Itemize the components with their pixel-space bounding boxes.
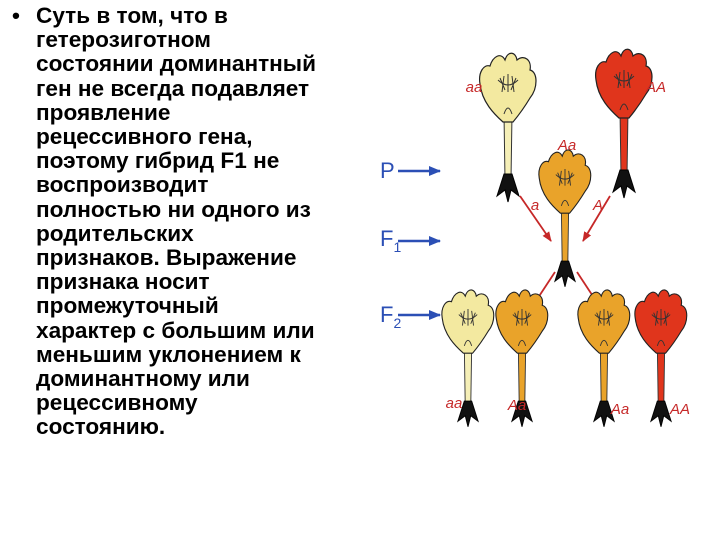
flower-stamens (653, 309, 669, 326)
text-line: проявление (12, 99, 382, 125)
gamete-arrow-right (582, 195, 611, 242)
text-line: признаков. Выражение (12, 245, 382, 271)
flower-tube-line (619, 103, 629, 111)
flower-tube-line (503, 107, 513, 115)
flower-stem (656, 345, 666, 408)
text-line: доминантному или (12, 366, 382, 392)
flower-stem (560, 205, 570, 268)
flower-stem (503, 113, 513, 181)
genotype-f2: Aa (610, 401, 629, 418)
parent-flower-red (595, 48, 653, 199)
text-line: рецессивного гена, (12, 124, 382, 150)
generation-letter: F (380, 226, 393, 251)
flower-stamens (557, 169, 573, 186)
text-line-content: промежуточный (36, 293, 219, 319)
text-line: гетерозиготном (12, 28, 382, 52)
text-line: родительских (12, 220, 382, 246)
gamete-label-right: A (592, 197, 603, 214)
flower-calyx (612, 169, 636, 199)
text-line-content: проявление (36, 99, 171, 125)
text-line-content: состоянии доминантный (36, 51, 316, 77)
text-line-content: Суть в том, что в (36, 4, 228, 28)
genotype-f2: Aa (507, 397, 526, 414)
generation-letter: P (380, 158, 395, 183)
text-line: состоянию. (12, 415, 382, 439)
flower-tube-line (463, 339, 473, 346)
text-line-content: меньшим уклонением к (36, 341, 301, 367)
f2-flower-white (441, 289, 495, 427)
flower-stem (599, 345, 609, 408)
text-line: характер с большим или (12, 317, 382, 343)
genotype-parent-left: aa (466, 79, 483, 96)
genotype-f2: AA (669, 401, 690, 418)
text-line: поэтому гибрид F1 не (12, 149, 382, 173)
text-line: состоянии доминантный (12, 52, 382, 76)
text-line-content: поэтому гибрид F1 не (36, 148, 280, 174)
text-line: воспроизводит (12, 173, 382, 197)
flower-tube-line (599, 339, 609, 346)
text-line: промежуточный (12, 294, 382, 318)
text-line-content: родительских (36, 220, 194, 246)
generation-subscript: 1 (393, 239, 401, 255)
genotype-f2: aa (446, 395, 463, 412)
text-line-content: признака носит (36, 269, 210, 295)
text-line: признака носит (12, 270, 382, 294)
bullet-marker: • (12, 4, 20, 28)
flower-tube-line (560, 199, 570, 206)
flower-stem (463, 345, 473, 408)
text-line: рецессивному (12, 391, 382, 415)
flower-calyx (650, 400, 672, 427)
f2-flower-orange (577, 289, 631, 427)
text-line-content: характер с большим или (36, 317, 315, 343)
f2-flower-red (634, 289, 688, 427)
text-line-content: состоянию. (36, 414, 166, 440)
flower-calyx (593, 400, 615, 427)
flower-stamens (514, 309, 530, 326)
text-line: меньшим уклонением к (12, 341, 382, 367)
flower-stamens (615, 70, 633, 89)
flower-calyx (457, 400, 479, 427)
generation-label-f1: F1 (380, 226, 401, 255)
flower-stamens (499, 74, 517, 93)
text-line-content: рецессивному (36, 390, 198, 416)
genotype-f1: Aa (557, 137, 576, 154)
f1-flower-orange (538, 149, 592, 287)
text-line-content: ген не всегда подавляет (36, 75, 310, 101)
text-line-content: гетерозиготном (36, 27, 212, 53)
parent-flower-white (479, 52, 537, 203)
flower-stem (619, 109, 629, 177)
generation-label-p: P (380, 158, 395, 183)
flower-stamens (460, 309, 476, 326)
text-line-content: доминантному или (36, 366, 250, 392)
flower-calyx (496, 173, 520, 203)
text-line: • Суть в том, что в (12, 4, 382, 28)
flower-tube-line (517, 339, 527, 346)
genotype-parent-right: AA (645, 79, 666, 96)
gamete-label-left: a (531, 197, 539, 214)
generation-label-f2: F2 (380, 302, 401, 331)
flower-calyx (554, 260, 576, 287)
flower-tube-line (656, 339, 666, 346)
text-line-content: рецессивного гена, (36, 124, 253, 150)
flower-stamens (596, 309, 612, 326)
f2-flower-orange (495, 289, 549, 427)
text-line: полностью ни одного из (12, 196, 382, 222)
flower-calyx (511, 400, 533, 427)
text-line-content: полностью ни одного из (36, 196, 311, 222)
text-line: ген не всегда подавляет (12, 75, 382, 101)
generation-subscript: 2 (393, 315, 401, 331)
gamete-arrow-left (519, 195, 552, 242)
text-line-content: признаков. Выражение (36, 245, 297, 271)
text-line-content: воспроизводит (36, 172, 209, 198)
generation-letter: F (380, 302, 393, 327)
